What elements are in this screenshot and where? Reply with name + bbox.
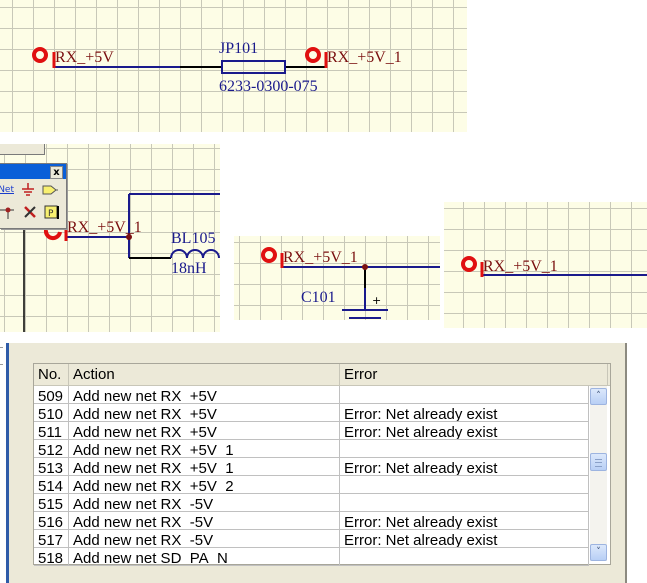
directive-icon[interactable]: P: [44, 204, 60, 220]
grip-icon: [595, 459, 602, 467]
part-ref-jp101[interactable]: JP101: [219, 40, 258, 57]
column-header-action[interactable]: Action: [69, 364, 340, 385]
net-label-rx-5v-1[interactable]: RX_+5V_1: [327, 49, 402, 66]
row-error: Error: Net already exist: [340, 530, 589, 547]
part-value-bl105[interactable]: 18nH: [171, 260, 207, 277]
row-error: Error: Net already exist: [340, 458, 589, 475]
inductor-bl105[interactable]: [170, 249, 220, 259]
jumper-jp101[interactable]: [221, 60, 286, 74]
polarity-plus: +: [372, 294, 381, 307]
close-icon[interactable]: x: [50, 166, 63, 179]
row-number: 511: [34, 422, 69, 439]
junction-icon: [362, 264, 368, 270]
schematic-panel-jp101[interactable]: RX_+5V JP101 6233-0300-075 RX_+5V_1: [0, 0, 467, 132]
row-action: Add new net RX_+5V: [69, 422, 340, 439]
net-label-rx-5v-1[interactable]: RX_+5V_1: [283, 249, 358, 266]
row-number: 517: [34, 530, 69, 547]
port-icon[interactable]: [461, 256, 484, 277]
ground-icon[interactable]: [20, 182, 36, 198]
port-tool-icon[interactable]: [42, 182, 58, 198]
row-action: Add new net RX_+5V_2: [69, 476, 340, 493]
column-header-error[interactable]: Error: [340, 364, 608, 385]
no-erc-icon[interactable]: [22, 204, 38, 220]
row-number: 512: [34, 440, 69, 457]
divider: [0, 347, 3, 348]
row-error: Error: Net already exist: [340, 512, 589, 529]
row-number: 516: [34, 512, 69, 529]
toolbar-button-partial[interactable]: [0, 144, 45, 155]
part-value-jp101[interactable]: 6233-0300-075: [219, 78, 318, 95]
net-label-rx-5v-1[interactable]: RX_+5V_1: [67, 219, 142, 236]
row-action: Add new net RX_+5V: [69, 404, 340, 421]
row-error: [340, 476, 589, 493]
scrollbar-thumb[interactable]: [590, 453, 607, 471]
junction-tool-icon[interactable]: [0, 204, 16, 220]
net-label-rx-5v[interactable]: RX_+5V: [55, 49, 114, 66]
row-number: 513: [34, 458, 69, 475]
schematic-panel-net[interactable]: RX_+5V_1: [444, 202, 647, 328]
junction-icon: [126, 234, 132, 240]
toolbar-titlebar[interactable]: x: [0, 164, 66, 179]
row-error: Error: Net already exist: [340, 404, 589, 421]
port-icon[interactable]: [305, 47, 328, 68]
port-icon[interactable]: [43, 229, 68, 241]
row-action: Add new net RX_+5V_1: [69, 440, 340, 457]
schematic-panel-c101[interactable]: RX_+5V_1 C101 +: [234, 236, 440, 320]
row-number: 514: [34, 476, 69, 493]
net-label-rx-5v-1[interactable]: RX_+5V_1: [483, 258, 558, 275]
column-header-no[interactable]: No.: [34, 364, 69, 385]
part-ref-bl105[interactable]: BL105: [171, 230, 215, 247]
row-action: Add new net SD_PA_N: [69, 548, 340, 565]
row-number: 510: [34, 404, 69, 421]
net-label-tool-button[interactable]: Net: [0, 185, 14, 195]
row-error: [340, 548, 589, 565]
table-header: No. Action Error: [34, 364, 610, 386]
svg-text:P: P: [48, 209, 54, 219]
row-error: Error: Net already exist: [340, 422, 589, 439]
row-action: Add new net RX_-5V: [69, 530, 340, 547]
row-error: [340, 440, 589, 457]
row-action: Add new net RX_+5V_1: [69, 458, 340, 475]
row-action: Add new net RX_+5V: [69, 386, 340, 403]
vertical-scrollbar[interactable]: ˄ ˅: [590, 386, 607, 561]
row-number: 509: [34, 386, 69, 403]
row-action: Add new net RX_-5V: [69, 512, 340, 529]
divider: [0, 364, 3, 365]
row-error: [340, 386, 589, 403]
scroll-down-button[interactable]: ˅: [590, 544, 607, 561]
wiring-toolbar[interactable]: x Net P: [0, 163, 67, 229]
row-number: 518: [34, 548, 69, 565]
row-number: 515: [34, 494, 69, 511]
part-ref-c101[interactable]: C101: [301, 289, 336, 306]
port-icon[interactable]: [32, 47, 56, 68]
row-action: Add new net RX_-5V: [69, 494, 340, 511]
scroll-up-button[interactable]: ˄: [590, 388, 607, 405]
row-error: [340, 494, 589, 511]
port-icon[interactable]: [261, 247, 284, 268]
